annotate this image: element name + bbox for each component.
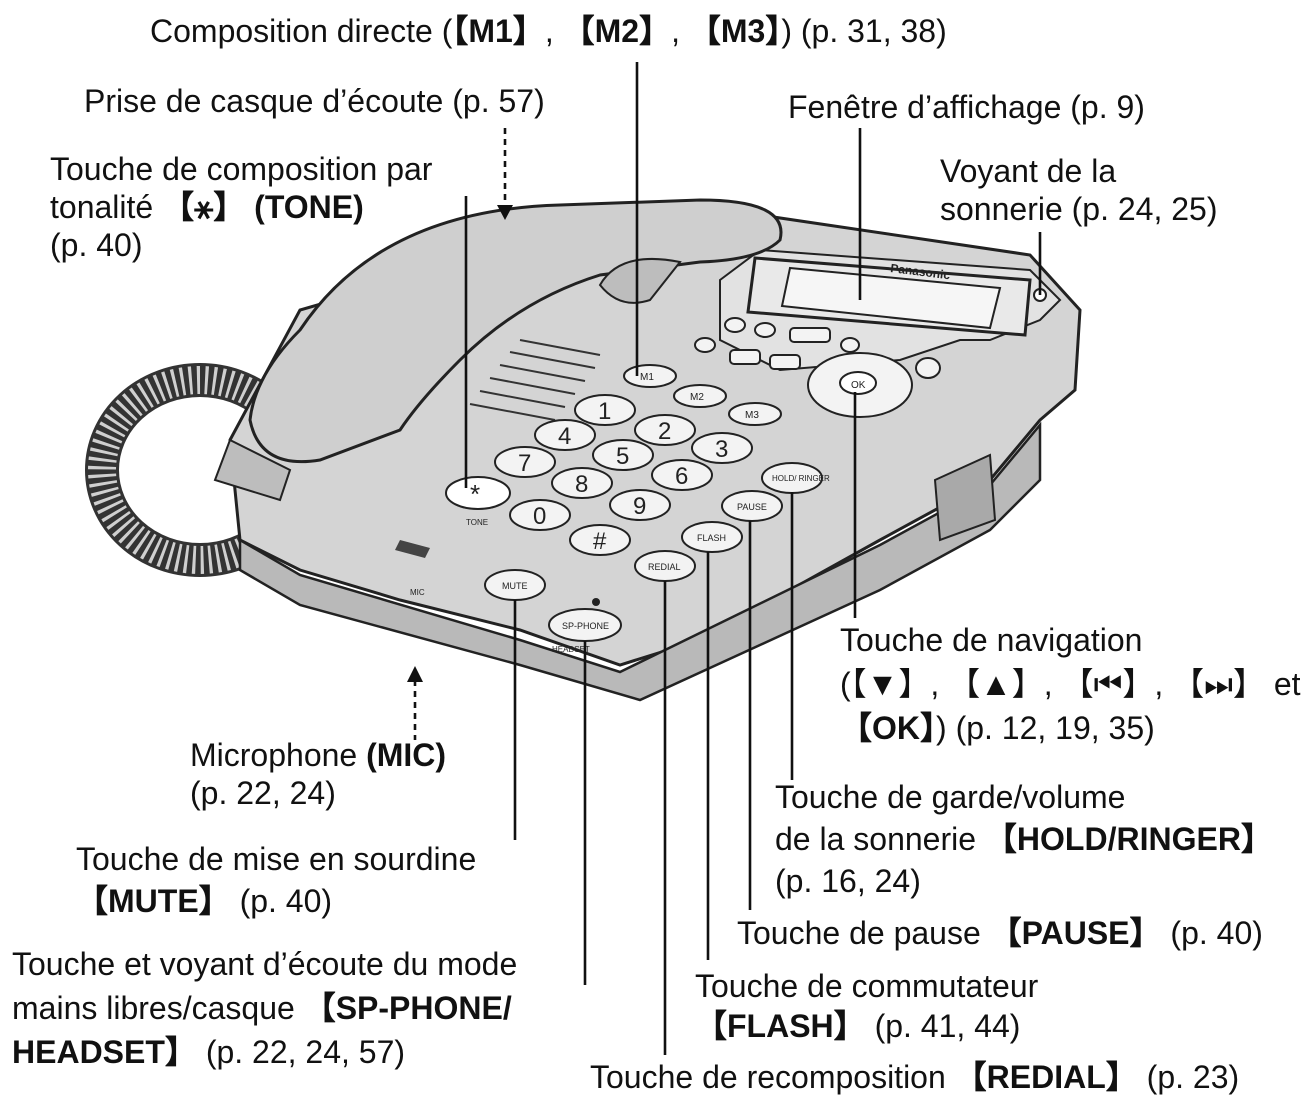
svg-text:5: 5 bbox=[616, 443, 629, 470]
label-headset-jack: Prise de casque d’écoute (p. 57) bbox=[84, 83, 545, 119]
svg-text:9: 9 bbox=[633, 493, 646, 520]
dial-key-hash[interactable]: # bbox=[569, 524, 631, 556]
dial-key-9[interactable]: 9 bbox=[609, 489, 671, 521]
svg-text:PAUSE: PAUSE bbox=[737, 502, 767, 512]
display-controls bbox=[694, 317, 941, 379]
label-microphone: Microphone (MIC) (p. 22, 24) bbox=[190, 737, 447, 811]
svg-text:8: 8 bbox=[575, 471, 588, 498]
m1-key[interactable]: M1 bbox=[623, 364, 677, 388]
control-button[interactable] bbox=[789, 327, 831, 343]
m1-key-label: M1 bbox=[640, 372, 654, 383]
sp-phone-key[interactable]: SP-PHONE bbox=[548, 608, 622, 642]
dial-key-3[interactable]: 3 bbox=[691, 432, 753, 464]
svg-text:#: # bbox=[593, 528, 607, 555]
svg-text:3: 3 bbox=[715, 436, 728, 463]
svg-text:HOLD/ RINGER: HOLD/ RINGER bbox=[772, 474, 830, 483]
redial-key[interactable]: REDIAL bbox=[634, 550, 696, 582]
control-button[interactable] bbox=[724, 317, 746, 333]
svg-text:7: 7 bbox=[518, 450, 531, 477]
nav-ok-label: OK bbox=[851, 380, 866, 391]
svg-text:SP-PHONE: SP-PHONE bbox=[562, 621, 609, 631]
dial-key-2[interactable]: 2 bbox=[634, 414, 696, 446]
control-button[interactable] bbox=[769, 354, 801, 370]
pause-key[interactable]: PAUSE bbox=[721, 490, 783, 522]
small-logo bbox=[395, 540, 430, 558]
label-navigator: Touche de navigation (【▼】, 【▲】, 【⏮】, 【⏭】… bbox=[840, 622, 1301, 746]
flash-key[interactable]: FLASH bbox=[681, 521, 743, 553]
headset-mark: HEADSET bbox=[552, 645, 590, 654]
control-button[interactable] bbox=[915, 357, 941, 379]
dial-key-7[interactable]: 7 bbox=[494, 446, 556, 478]
svg-text:0: 0 bbox=[533, 503, 546, 530]
phone-foot bbox=[933, 453, 997, 542]
m3-key[interactable]: M3 bbox=[728, 402, 782, 426]
handset bbox=[213, 198, 783, 502]
tone-mark: TONE bbox=[466, 518, 488, 527]
label-redial: Touche de recomposition 【REDIAL】 (p. 23) bbox=[590, 1059, 1240, 1095]
dial-pad: 1 2 3 4 5 6 7 8 9 * TONE 0 # bbox=[445, 394, 753, 556]
mic-mark: MIC bbox=[410, 588, 425, 597]
label-pause: Touche de pause 【PAUSE】 (p. 40) bbox=[737, 915, 1263, 951]
phone-base-side bbox=[238, 421, 1042, 702]
dial-key-5[interactable]: 5 bbox=[592, 439, 654, 471]
mute-key[interactable]: MUTE bbox=[484, 569, 546, 601]
label-flash: Touche de commutateur 【FLASH】 (p. 41, 44… bbox=[695, 968, 1039, 1044]
nav-ok-button[interactable] bbox=[839, 371, 877, 395]
control-button[interactable] bbox=[694, 337, 716, 353]
function-keys: HOLD/ RINGER PAUSE FLASH REDIAL MUTE SP-… bbox=[484, 462, 830, 654]
speaker-grille bbox=[469, 339, 601, 421]
svg-text:4: 4 bbox=[558, 423, 571, 450]
label-tone-key: Touche de composition par tonalité 【⚹】 (… bbox=[50, 151, 433, 263]
svg-text:REDIAL: REDIAL bbox=[648, 562, 681, 572]
control-button[interactable] bbox=[729, 349, 761, 365]
dial-key-0[interactable]: 0 bbox=[509, 499, 571, 531]
m2-key[interactable]: M2 bbox=[673, 384, 727, 408]
label-display: Fenêtre d’affichage (p. 9) bbox=[788, 89, 1145, 125]
dial-key-6[interactable]: 6 bbox=[651, 459, 713, 491]
svg-text:FLASH: FLASH bbox=[697, 533, 726, 543]
dial-key-star[interactable]: * bbox=[445, 476, 511, 510]
svg-text:1: 1 bbox=[598, 398, 611, 425]
m2-key-label: M2 bbox=[690, 392, 704, 403]
dial-key-1[interactable]: 1 bbox=[574, 394, 636, 426]
arrow-microphone bbox=[407, 666, 423, 682]
sp-phone-light bbox=[592, 598, 600, 606]
arrow-headset-jack bbox=[497, 205, 513, 220]
m3-key-label: M3 bbox=[745, 410, 759, 421]
leader-lines bbox=[407, 62, 1042, 1055]
control-button[interactable] bbox=[840, 337, 860, 353]
dial-key-4[interactable]: 4 bbox=[534, 419, 596, 451]
label-sp-phone: Touche et voyant d’écoute du mode mains … bbox=[12, 946, 518, 1070]
dial-key-8[interactable]: 8 bbox=[551, 467, 613, 499]
control-button[interactable] bbox=[754, 322, 776, 338]
display-window: Panasonic bbox=[746, 256, 1032, 337]
svg-text:6: 6 bbox=[675, 463, 688, 490]
svg-text:*: * bbox=[470, 479, 480, 509]
navigator-key[interactable]: OK bbox=[807, 352, 913, 418]
label-ringer-light: Voyant de la sonnerie (p. 24, 25) bbox=[940, 153, 1218, 227]
svg-text:2: 2 bbox=[658, 418, 671, 445]
label-hold-ringer: Touche de garde/volume de la sonnerie 【H… bbox=[775, 779, 1273, 899]
svg-text:MUTE: MUTE bbox=[502, 581, 528, 591]
label-direct-dial: Composition directe (【M1】, 【M2】, 【M3】) (… bbox=[150, 13, 947, 49]
label-mute: Touche de mise en sourdine 【MUTE】 (p. 40… bbox=[76, 841, 477, 919]
